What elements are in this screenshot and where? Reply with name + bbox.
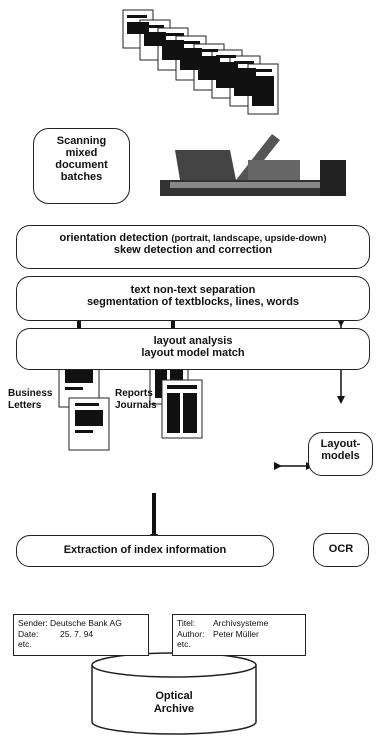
- archive-line1: Optical: [155, 690, 193, 702]
- ocr-label: OCR: [328, 543, 354, 555]
- record-row: Author: Peter Müller: [177, 629, 301, 640]
- record-value: 25. 7. 94: [60, 628, 94, 639]
- record-value: Archivsysteme: [213, 618, 269, 628]
- record-key: Titel:: [177, 618, 196, 628]
- layout-model-match-label: layout model match: [141, 347, 245, 359]
- business-letters-label: Business Letters: [8, 388, 52, 412]
- layout-models-line1: Layout-: [320, 438, 361, 450]
- scanning-label-line1: Scanning: [56, 135, 107, 147]
- business-letter-icon: [58, 356, 110, 451]
- scanner-icon: [160, 134, 346, 196]
- ocr-box: OCR: [313, 533, 369, 567]
- text-separation-label: text non-text separation: [130, 284, 256, 296]
- orientation-title: orientation detection (portrait, landsca…: [17, 232, 369, 244]
- reports-label-line1: Reports: [115, 388, 153, 399]
- report-journal-icon: [149, 351, 203, 439]
- record-value: Peter Müller: [213, 628, 259, 639]
- index-record-report: Titel:Archivsysteme Author:Peter Müller …: [172, 614, 306, 656]
- layout-models-line2: models: [321, 450, 360, 462]
- text-separation-box: text non-text separation segmentation of…: [16, 276, 370, 321]
- scanning-label-line2: mixed: [65, 147, 98, 159]
- extraction-box: Extraction of index information: [16, 535, 274, 567]
- document-stack-icon: [122, 9, 279, 115]
- orientation-detail-text: (portrait, landscape, upside-down): [171, 233, 327, 244]
- record-key: Author:: [177, 628, 205, 639]
- record-key: Date:: [18, 628, 39, 639]
- optical-archive-label: Optical Archive: [92, 690, 256, 716]
- record-row: Sender:Deutsche Bank AG: [18, 618, 144, 629]
- skew-detection-label: skew detection and correction: [113, 244, 273, 256]
- extraction-label: Extraction of index information: [63, 544, 227, 556]
- layout-analysis-box: layout analysis layout model match: [16, 328, 370, 370]
- orientation-title-text: orientation detection: [59, 232, 169, 244]
- scanning-label-line4: batches: [60, 171, 103, 183]
- scanning-label-line3: document: [55, 159, 108, 171]
- record-key: etc.: [18, 639, 32, 650]
- reports-label-line2: Journals: [115, 400, 157, 411]
- layout-analysis-label: layout analysis: [153, 335, 233, 347]
- record-row: etc.: [18, 639, 144, 650]
- layout-models-box: Layout- models: [308, 432, 373, 476]
- record-key: etc.: [177, 639, 191, 650]
- business-label-line1: Business: [8, 388, 53, 399]
- record-row: etc.: [177, 639, 301, 650]
- reports-journals-label: Reports Journals: [115, 388, 157, 412]
- segmentation-label: segmentation of textblocks, lines, words: [86, 296, 300, 308]
- record-row: Date: 25. 7. 94: [18, 629, 144, 640]
- orientation-detection-box: orientation detection (portrait, landsca…: [16, 225, 370, 269]
- index-record-letter: Sender:Deutsche Bank AG Date: 25. 7. 94 e…: [13, 614, 149, 656]
- archive-line2: Archive: [153, 703, 195, 716]
- record-value: Deutsche Bank AG: [50, 618, 122, 628]
- optical-archive-cylinder: [91, 652, 257, 735]
- record-row: Titel: Archivsysteme: [177, 618, 301, 629]
- business-label-line2: Letters: [8, 400, 42, 411]
- scanning-box: Scanning mixed document batches: [33, 128, 130, 204]
- record-key: Sender:: [18, 618, 48, 628]
